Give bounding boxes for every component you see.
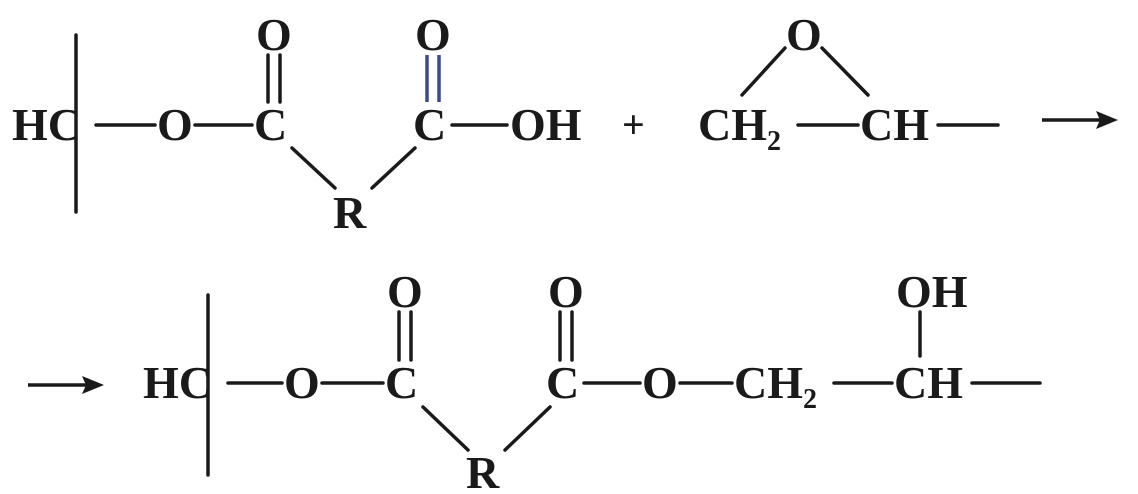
arrow-head	[82, 376, 104, 394]
hc-atom: HC	[143, 357, 212, 408]
ring-bond-left	[740, 46, 787, 97]
carbonyl-oxygen-1: O	[387, 266, 423, 317]
bond-r-c	[370, 146, 417, 190]
carbonyl-oxygen-2: O	[415, 9, 451, 60]
r-group: R	[466, 447, 500, 494]
ester-oxygen-1: O	[284, 357, 320, 408]
carbonyl-carbon-2: C	[413, 99, 446, 150]
ring-bond-right	[820, 46, 870, 97]
arrow-head	[1096, 111, 1118, 129]
hydroxyl-group: OH	[896, 266, 968, 317]
hydroxyl-group: OH	[510, 99, 582, 150]
r-group: R	[333, 187, 367, 238]
ch2-atom: CH2	[698, 99, 781, 157]
bond-c-r	[421, 405, 470, 452]
carbonyl-carbon-2: C	[546, 357, 579, 408]
reactant-epoxide: CH2 CH O	[698, 9, 1000, 157]
bond-r-c	[503, 405, 552, 452]
ch2-subscript: 2	[767, 126, 781, 157]
ch2-atom: CH2	[734, 357, 817, 415]
plus-sign: +	[622, 102, 645, 147]
ch2-subscript: 2	[803, 384, 817, 415]
ch-atom: CH	[894, 357, 963, 408]
ester-oxygen: O	[157, 99, 193, 150]
reactant-polyester-acid: HC O C O R C O OH	[12, 9, 582, 238]
ch-atom: CH	[860, 99, 929, 150]
bond-c-r	[290, 146, 337, 190]
reaction-arrow-1	[1042, 111, 1118, 129]
carbonyl-carbon-1: C	[254, 99, 287, 150]
carbonyl-carbon-1: C	[385, 357, 418, 408]
product-ester: HC O C O R C O O CH2 CH OH	[143, 266, 1042, 494]
hc-atom: HC	[12, 99, 81, 150]
ch2-main: CH	[698, 99, 767, 150]
ester-oxygen-2: O	[642, 357, 678, 408]
carbonyl-oxygen-2: O	[548, 266, 584, 317]
ch2-main: CH	[734, 357, 803, 408]
reaction-arrow-2	[28, 376, 104, 394]
epoxide-oxygen: O	[786, 9, 822, 60]
carbonyl-oxygen-1: O	[256, 9, 292, 60]
